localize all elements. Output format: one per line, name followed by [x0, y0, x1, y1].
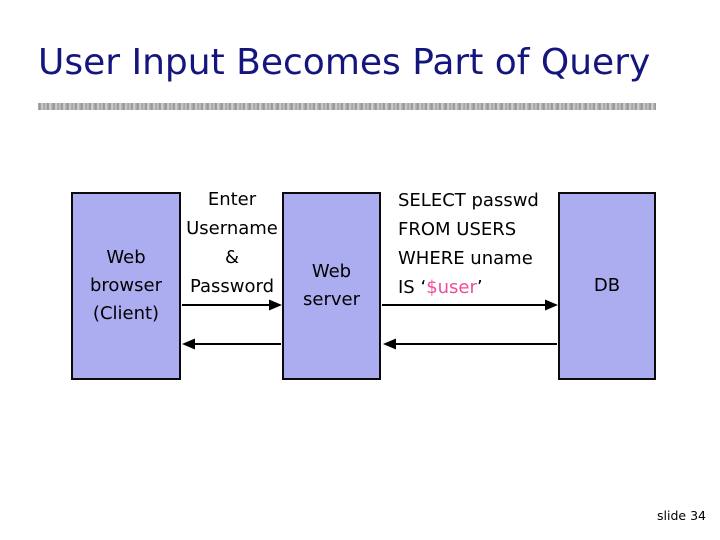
- browser-to-server-request-arrow: [182, 299, 282, 311]
- server-to-browser-response-arrow: [182, 338, 281, 350]
- sql-query-line-2: FROM USERS: [398, 219, 517, 240]
- sql-query-line-1: SELECT passwd: [398, 190, 539, 211]
- sql-query-line-4-suffix: ’: [476, 277, 483, 298]
- db-box-label: DB: [593, 275, 621, 296]
- web-server-box-label: Web server: [303, 261, 360, 310]
- sql-query-line-4: IS ‘$user’: [398, 273, 558, 302]
- db-box: DB: [558, 192, 656, 380]
- slide-title: User Input Becomes Part of Query: [38, 42, 651, 83]
- web-browser-box-label: Web browser (Client): [89, 247, 163, 324]
- sql-user-variable: $user: [426, 277, 477, 298]
- sql-query-line-3: WHERE uname: [398, 248, 533, 269]
- web-server-box: Web server: [282, 192, 381, 380]
- web-browser-box: Web browser (Client): [71, 192, 181, 380]
- title-divider: [38, 103, 656, 110]
- credentials-label: Enter Username & Password: [186, 189, 278, 297]
- slide-number: slide 34: [657, 508, 706, 523]
- db-to-server-result-arrow: [383, 338, 557, 350]
- sql-query-label: SELECT passwd FROM USERS WHERE uname IS …: [398, 186, 558, 302]
- sql-query-line-4-prefix: IS ‘: [398, 277, 427, 298]
